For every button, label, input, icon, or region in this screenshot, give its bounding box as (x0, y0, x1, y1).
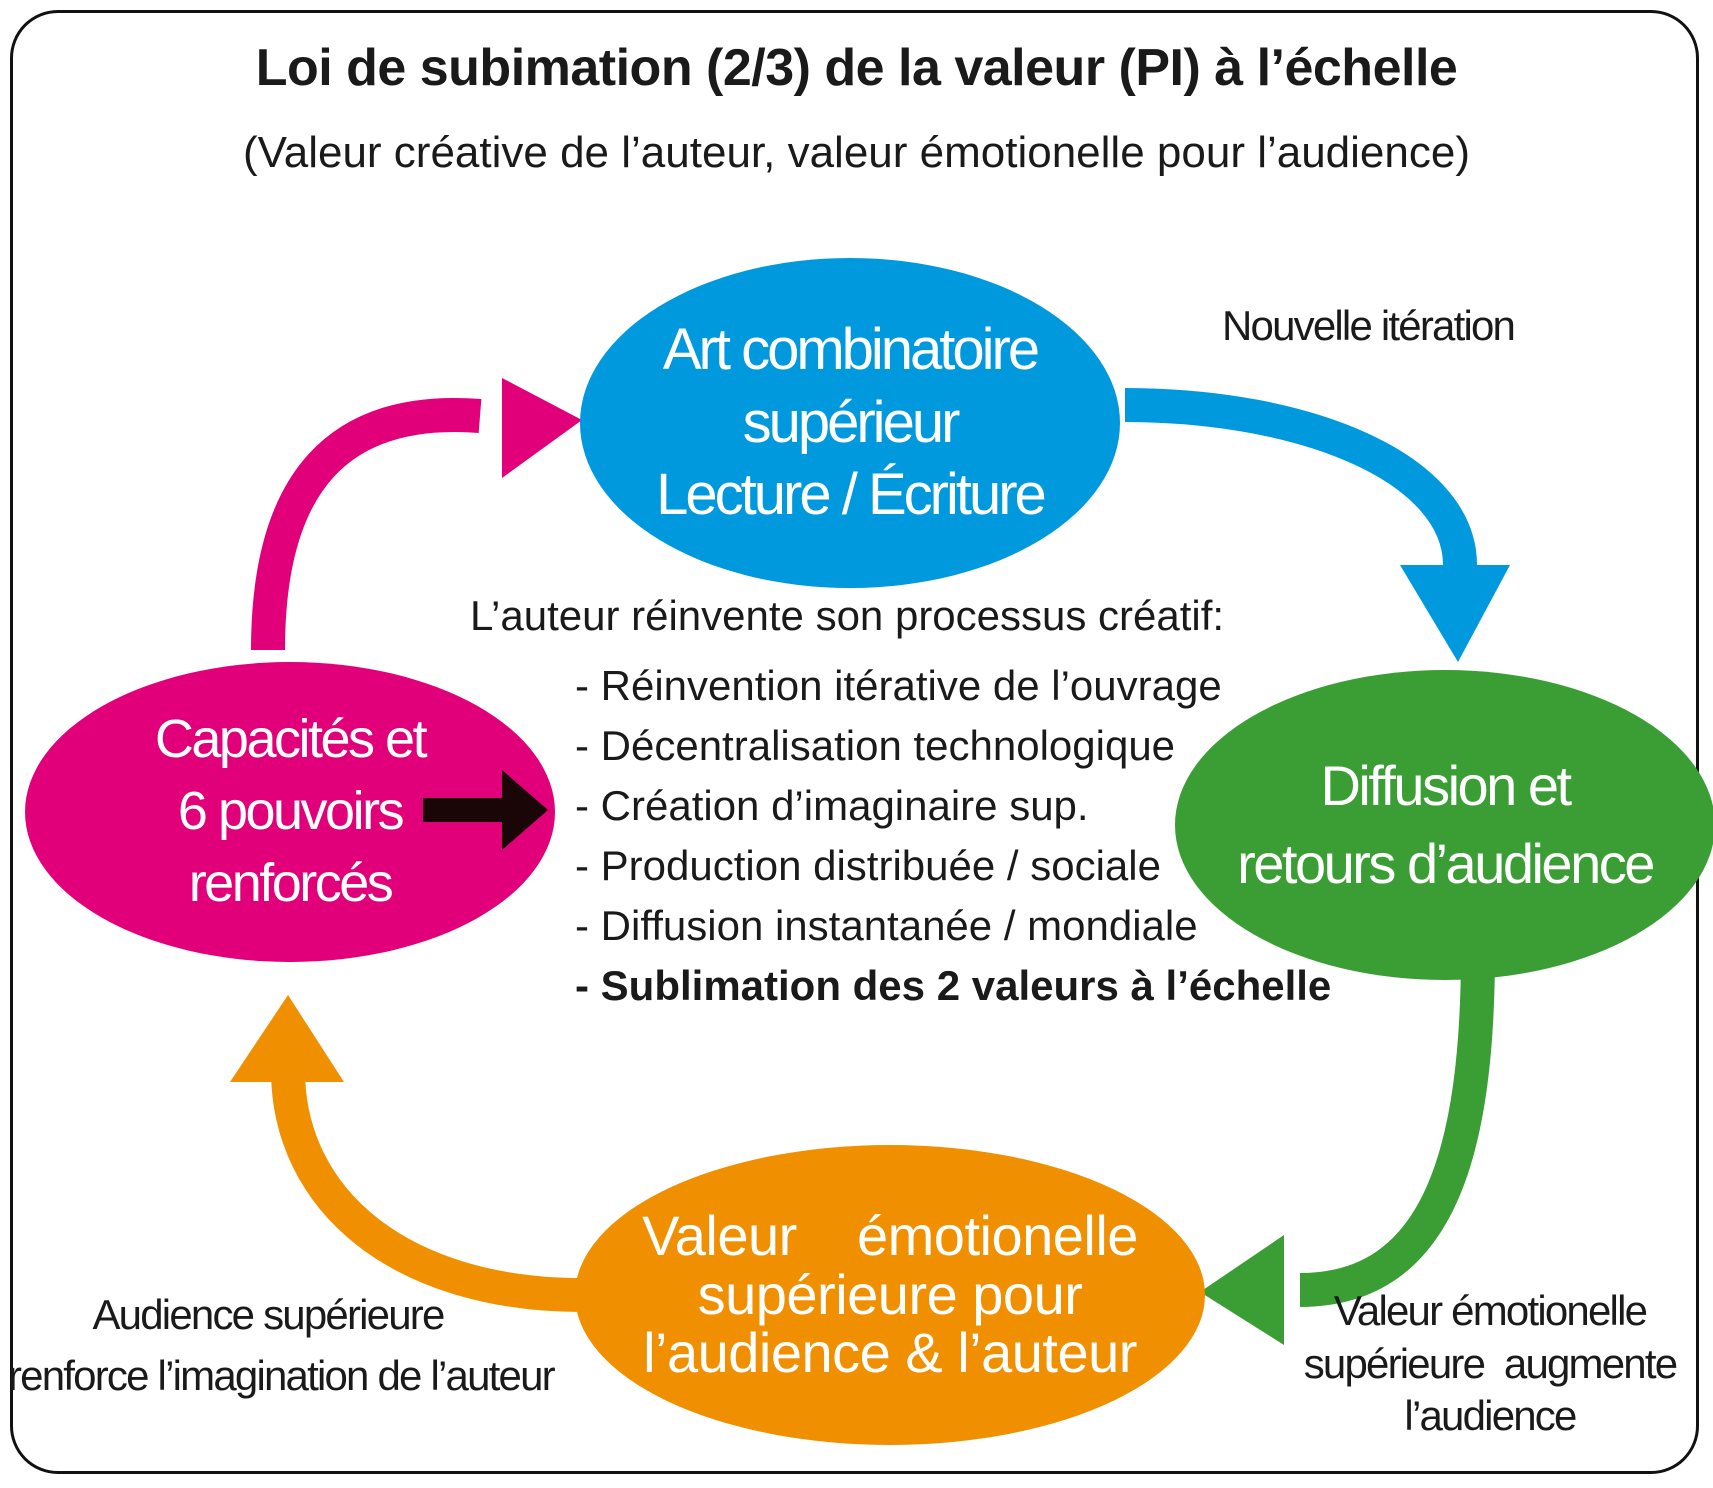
arrow-art-to-diffusion (1124, 388, 1477, 566)
label-audience-line: renforce l’imagination de l’auteur (8, 1351, 556, 1399)
node-capacites: Capacités et 6 pouvoirs renforcés (25, 662, 555, 962)
node-valeur-line: l’audience & l’auteur (643, 1321, 1137, 1385)
arrow-valeur-to-capacites (271, 1069, 583, 1312)
arrow-diffusion-to-valeur (1299, 949, 1495, 1307)
process-item-emphasis: - Sublimation des 2 valeurs à l’échelle (575, 962, 1332, 1009)
label-valeur-line: l’audience (1404, 1392, 1577, 1439)
node-valeur-line: supérieure pour (697, 1262, 1083, 1326)
diagram-title: Loi de subimation (2/3) de la valeur (PI… (255, 39, 1458, 97)
node-valeur-line: Valeur émotionelle (642, 1203, 1138, 1267)
node-art-combinatoire: Art combinatoire supérieur Lecture / Écr… (580, 258, 1120, 588)
node-art-shape (580, 258, 1120, 588)
process-item: - Production distribuée / sociale (575, 842, 1161, 889)
node-capacites-line: Capacités et (154, 709, 428, 770)
label-nouvelle-iteration: Nouvelle itération (1222, 302, 1516, 349)
arrow-capacites-to-art-head (502, 378, 582, 478)
process-item: - Création d’imaginaire sup. (575, 782, 1089, 829)
node-valeur-shape (575, 1145, 1205, 1445)
diagram-frame (10, 10, 1699, 1474)
node-diffusion-shape (1175, 670, 1713, 980)
node-art-line: supérieur (742, 389, 961, 455)
process-list: - Réinvention itérative de l’ouvrage - D… (470, 656, 1331, 1016)
diagram-subtitle: (Valeur créative de l’auteur, valeur émo… (243, 128, 1470, 177)
arrow-diffusion-to-valeur-head (1200, 1235, 1284, 1345)
process-block: L’auteur réinvente son processus créatif… (470, 592, 1331, 1016)
arrow-capacites-to-process-shaft (423, 798, 507, 822)
arrow-valeur-to-capacites-head (230, 995, 344, 1082)
label-valeur-line: supérieure augmente (1303, 1339, 1678, 1387)
label-audience-line: Audience supérieure (92, 1291, 445, 1338)
process-item: - Réinvention itérative de l’ouvrage (575, 662, 1222, 709)
arrow-capacites-to-art (251, 398, 482, 651)
label-audience-superieure: Audience supérieure renforce l’imaginati… (8, 1285, 556, 1407)
node-art-line: Art combinatoire (662, 317, 1040, 383)
node-diffusion: Diffusion et retours d’audience (1175, 670, 1713, 980)
process-heading: L’auteur réinvente son processus créatif… (470, 592, 1225, 639)
node-capacites-line: renforcés (188, 852, 394, 913)
node-capacites-shape (25, 662, 555, 962)
label-valeur-augmente: Valeur émotionelle supérieure augmente l… (1290, 1285, 1690, 1443)
process-item: - Diffusion instantanée / mondiale (575, 902, 1198, 949)
node-capacites-line: 6 pouvoirs (177, 781, 405, 842)
node-diffusion-line: Diffusion et (1320, 753, 1572, 817)
process-item: - Décentralisation technologique (575, 722, 1176, 769)
node-diffusion-line: retours d’audience (1237, 832, 1655, 895)
node-art-line: Lecture / Écriture (656, 462, 1047, 528)
arrow-art-to-diffusion-head (1400, 565, 1510, 662)
node-valeur-emotionelle: Valeur émotionelle supérieure pour l’aud… (575, 1145, 1205, 1445)
label-valeur-line: Valeur émotionelle (1333, 1287, 1648, 1334)
arrow-capacites-to-process-head (502, 770, 548, 850)
